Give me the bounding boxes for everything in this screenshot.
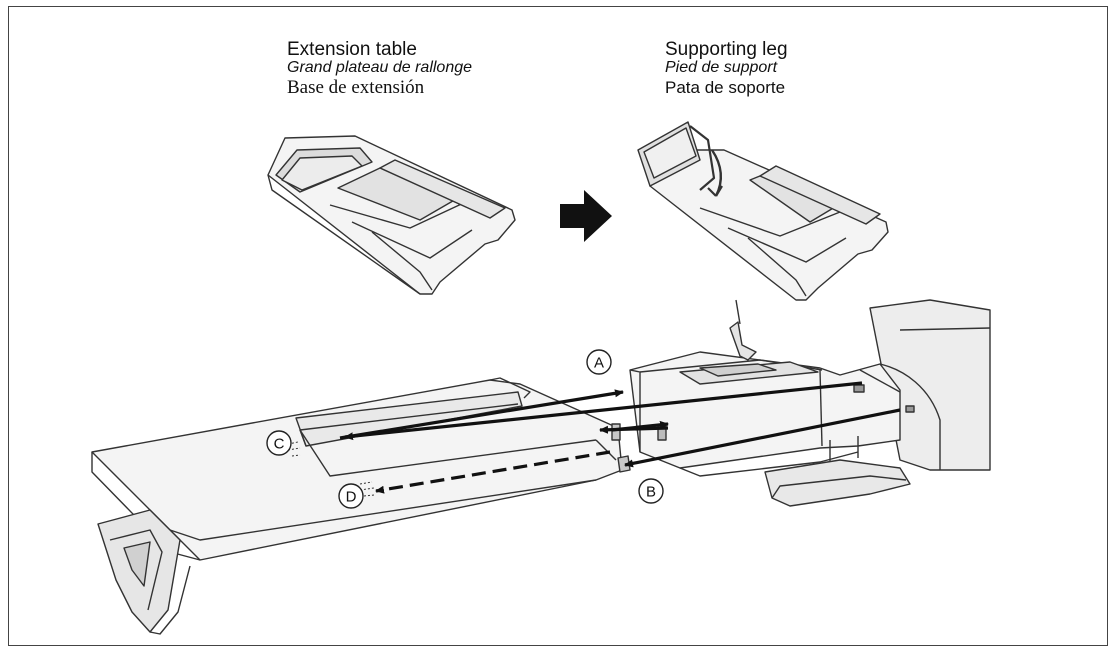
extension-table-large bbox=[91, 377, 631, 635]
supporting-leg-label-en: Supporting leg bbox=[665, 39, 788, 60]
arrow-d-dashed bbox=[375, 450, 611, 494]
extension-table-label-fr: Grand plateau de rallonge bbox=[287, 59, 473, 76]
svg-text:D: D bbox=[346, 489, 357, 506]
supporting-leg-illustration bbox=[637, 121, 889, 301]
callout-c: C bbox=[266, 430, 292, 456]
arrow-a-to-table bbox=[344, 381, 863, 441]
supporting-leg-label-fr: Pied de support bbox=[665, 59, 778, 76]
sewing-machine-illustration bbox=[629, 299, 991, 507]
svg-text:C: C bbox=[274, 436, 285, 453]
callout-b: B bbox=[638, 478, 664, 504]
right-arrow-icon bbox=[560, 190, 612, 242]
supporting-leg-label-es: Pata de soporte bbox=[665, 78, 786, 97]
extension-table-illustration bbox=[267, 135, 516, 295]
extension-table-label-en: Extension table bbox=[287, 39, 417, 60]
svg-text:B: B bbox=[646, 484, 656, 501]
callout-d: D bbox=[338, 483, 364, 509]
arrow-b-to-table bbox=[624, 408, 901, 468]
extension-table-label-es: Base de extensión bbox=[287, 77, 425, 98]
assembly-arrows bbox=[339, 381, 901, 494]
svg-text:A: A bbox=[594, 355, 604, 372]
arrow-c-link-back bbox=[611, 420, 669, 432]
callout-a: A bbox=[586, 349, 612, 375]
arrow-a-to-machine bbox=[339, 389, 624, 440]
